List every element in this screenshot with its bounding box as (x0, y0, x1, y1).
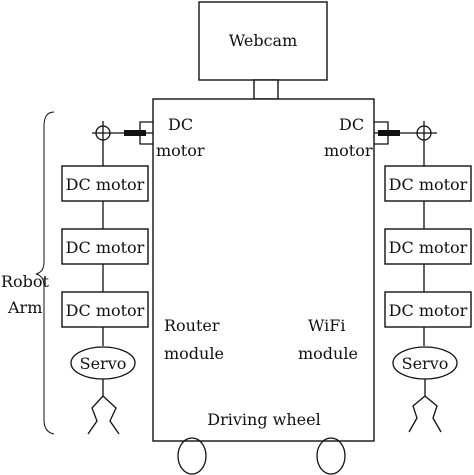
wifi-label-line2: module (298, 344, 358, 363)
webcam-box (198, 1, 328, 81)
webcam-mount (253, 79, 279, 100)
left-dc-motor-label-1: DC motor (66, 175, 145, 194)
right-wheel (316, 437, 346, 475)
wifi-label-line1: WiFi (308, 316, 346, 335)
left-dc-motor-box-2 (61, 228, 149, 265)
left-motor-bracket (139, 121, 153, 145)
robot-arm-label-line2: Arm (7, 298, 42, 317)
left-top-motor-label-line1: DC (168, 115, 193, 134)
right-arm: DC motor DC motor DC motor Servo (384, 163, 472, 433)
left-gripper-finger-b (102, 395, 120, 435)
left-gripper-finger-a (87, 395, 104, 435)
left-dc-motor-label-3: DC motor (66, 301, 145, 320)
left-shoulder-motor: DC motor (92, 115, 205, 163)
left-top-motor-label-line2: motor (156, 141, 205, 160)
left-dc-motor-label-2: DC motor (66, 238, 145, 257)
robot-arm-annotation: Robot Arm (1, 111, 55, 435)
right-shoulder-motor: DC motor (324, 115, 437, 163)
robot-arm-brace (35, 111, 55, 435)
right-gripper-finger-a (408, 395, 426, 433)
right-gripper-finger-b (424, 395, 442, 433)
right-top-motor-label-line2: motor (324, 141, 373, 160)
robot-body: Router module WiFi module Driving wheel (152, 98, 375, 475)
right-dc-motor-label-2: DC motor (389, 238, 468, 257)
webcam-label: Webcam (229, 31, 298, 50)
right-motor-bracket (374, 121, 389, 145)
right-dc-motor-box-1 (384, 165, 472, 202)
left-arm: DC motor DC motor DC motor Servo (61, 163, 149, 435)
left-dc-motor-box-1 (61, 165, 149, 202)
right-dc-motor-label-3: DC motor (389, 301, 468, 320)
body-box (152, 98, 375, 442)
left-servo-label: Servo (80, 354, 127, 373)
robot-arm-label-line1: Robot (1, 272, 50, 291)
right-top-motor-label-line1: DC (339, 115, 364, 134)
right-dc-motor-label-1: DC motor (389, 175, 468, 194)
webcam-block: Webcam (198, 1, 328, 100)
right-dc-motor-box-2 (384, 228, 472, 265)
router-label-line2: module (164, 344, 224, 363)
right-shaft-coupler (378, 130, 400, 136)
router-label-line1: Router (164, 316, 220, 335)
left-dc-motor-box-3 (61, 291, 149, 328)
right-servo-label: Servo (402, 354, 449, 373)
left-shaft-coupler (124, 130, 146, 136)
driving-wheel-label: Driving wheel (207, 410, 320, 429)
right-dc-motor-box-3 (384, 291, 472, 328)
left-wheel (177, 437, 207, 475)
